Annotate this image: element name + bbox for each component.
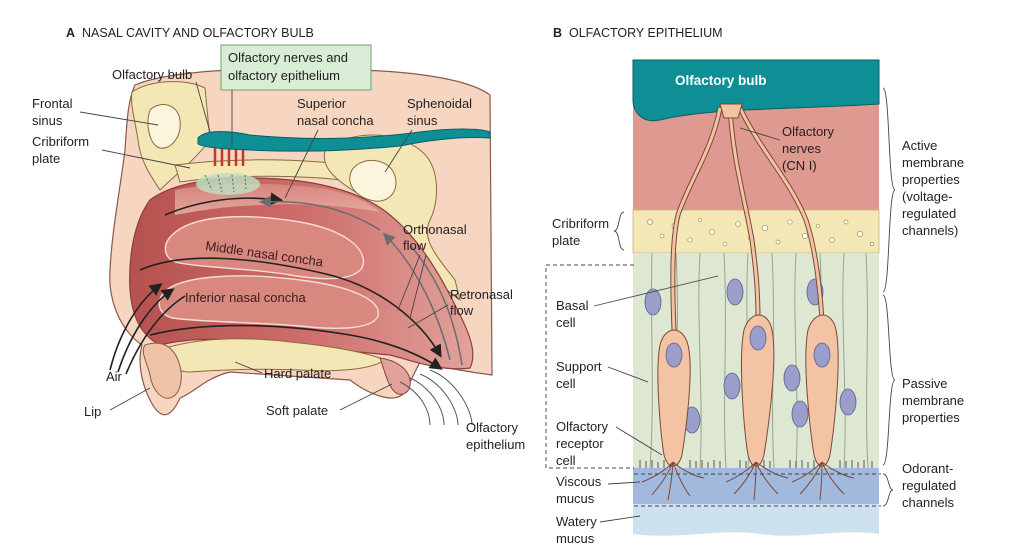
nerve-bundle-knot (719, 103, 743, 119)
label-superior-concha-2: nasal concha (297, 113, 374, 128)
bracket-passive (882, 294, 896, 466)
label-olfactory-bulb-a: Olfactory bulb (112, 67, 192, 82)
label-odorant-1: Odorant- (902, 461, 953, 476)
receptor-cell-3 (737, 106, 855, 501)
leader-soft-palate (339, 383, 393, 411)
label-nerves-3: (CN I) (782, 158, 817, 173)
throat-flow-lines (399, 369, 473, 426)
watery-mucus-layer (633, 504, 879, 536)
panel-a-letter: A (66, 26, 75, 40)
panel-b-title: OLFACTORY EPITHELIUM (569, 26, 723, 40)
callout-line1: Olfactory nerves and (228, 50, 348, 65)
lip (142, 342, 182, 399)
label-cribriform-a-2: plate (32, 151, 60, 166)
leader-nerves (739, 127, 781, 141)
label-viscous-1: Viscous (556, 474, 602, 489)
inferior-nasal-concha (158, 275, 379, 329)
soft-palate (379, 357, 411, 395)
leader-retronasal (407, 304, 449, 329)
panel-b: B OLFACTORY EPITHELIUM Olfactory bulb (466, 26, 964, 546)
leader-lip (109, 387, 151, 411)
label-cribriform-b-2: plate (552, 233, 580, 248)
receptor-cell-2 (725, 107, 789, 501)
label-receptor-2: receptor (556, 436, 604, 451)
label-basal-1: Basal (556, 298, 589, 313)
bracket-active (882, 87, 896, 293)
label-active-5: regulated (902, 206, 956, 221)
label-air: Air (106, 369, 123, 384)
middle-nasal-concha (164, 216, 365, 280)
panel-a: A NASAL CAVITY AND OLFACTORY BULB (32, 26, 513, 426)
label-active-4: (voltage- (902, 189, 953, 204)
label-lip: Lip (84, 404, 101, 419)
label-orthonasal-2: flow (403, 238, 427, 253)
leader-receptor (615, 426, 663, 456)
bracket-epithelium (545, 264, 634, 469)
leader-cribriform-a (101, 149, 191, 169)
label-cribriform-a-1: Cribriform (32, 134, 89, 149)
label-watery-2: mucus (556, 531, 595, 546)
label-superior-concha-1: Superior (297, 96, 347, 111)
olfactory-bulb-a (197, 128, 491, 152)
label-soft-palate: Soft palate (266, 403, 328, 418)
label-cribriform-b-1: Cribriform (552, 216, 609, 231)
bracket-cribriform (613, 211, 625, 251)
leader-support (607, 366, 649, 383)
label-active-1: Active (902, 138, 937, 153)
label-epithelium-2: epithelium (466, 437, 525, 452)
panel-a-title: NASAL CAVITY AND OLFACTORY BULB (82, 26, 314, 40)
bracket-odorant (882, 473, 894, 507)
label-odorant-3: channels (902, 495, 955, 510)
label-epithelium-1: Olfactory (466, 420, 519, 435)
leader-olfactory-bulb-a (195, 81, 211, 133)
label-receptor-3: cell (556, 453, 576, 468)
olfactory-nerve-fibers (213, 148, 245, 166)
label-active-6: channels) (902, 223, 958, 238)
label-sphenoidal-2: sinus (407, 113, 438, 128)
sphenoidal-sinus (349, 159, 397, 202)
label-hard-palate: Hard palate (264, 366, 331, 381)
label-support-2: cell (556, 376, 576, 391)
label-inferior-concha: Inferior nasal concha (185, 290, 306, 305)
leader-viscous (607, 481, 641, 485)
leader-orthonasal-a (397, 254, 421, 311)
label-retronasal-1: Retronasal (450, 287, 513, 302)
label-nerves-2: nerves (782, 141, 822, 156)
label-passive-2: membrane (902, 393, 964, 408)
label-active-3: properties (902, 172, 960, 187)
leader-sphenoidal (384, 129, 413, 173)
callout-line2: olfactory epithelium (228, 68, 340, 83)
leader-watery (599, 515, 641, 523)
epithelium-dashes (204, 174, 247, 193)
label-viscous-2: mucus (556, 491, 595, 506)
label-retronasal-2: flow (450, 303, 474, 318)
hard-palate (164, 338, 387, 373)
label-frontal-sinus-2: sinus (32, 113, 63, 128)
receptor-cell-1 (641, 107, 723, 501)
label-frontal-sinus-1: Frontal (32, 96, 73, 111)
olfactory-nerves-callout (220, 44, 372, 91)
label-watery-1: Watery (556, 514, 597, 529)
label-sphenoidal-1: Sphenoidal (407, 96, 472, 111)
label-basal-2: cell (556, 315, 576, 330)
label-receptor-1: Olfactory (556, 419, 609, 434)
label-support-1: Support (556, 359, 602, 374)
label-odorant-2: regulated (902, 478, 956, 493)
frontal-sinus (147, 104, 181, 149)
leader-hard-palate (234, 361, 263, 374)
leader-superior-concha (284, 129, 319, 199)
label-olfactory-bulb-b: Olfactory bulb (675, 73, 767, 88)
label-passive-1: Passive (902, 376, 948, 391)
cribriform-plate-b (632, 209, 880, 254)
leader-basal (593, 275, 719, 307)
leader-orthonasal-b (409, 254, 427, 319)
panel-b-letter: B (553, 26, 562, 40)
label-passive-3: properties (902, 410, 960, 425)
label-active-2: membrane (902, 155, 964, 170)
label-orthonasal-1: Orthonasal (403, 222, 467, 237)
label-nerves-1: Olfactory (782, 124, 835, 139)
leader-frontal-sinus (79, 111, 159, 126)
